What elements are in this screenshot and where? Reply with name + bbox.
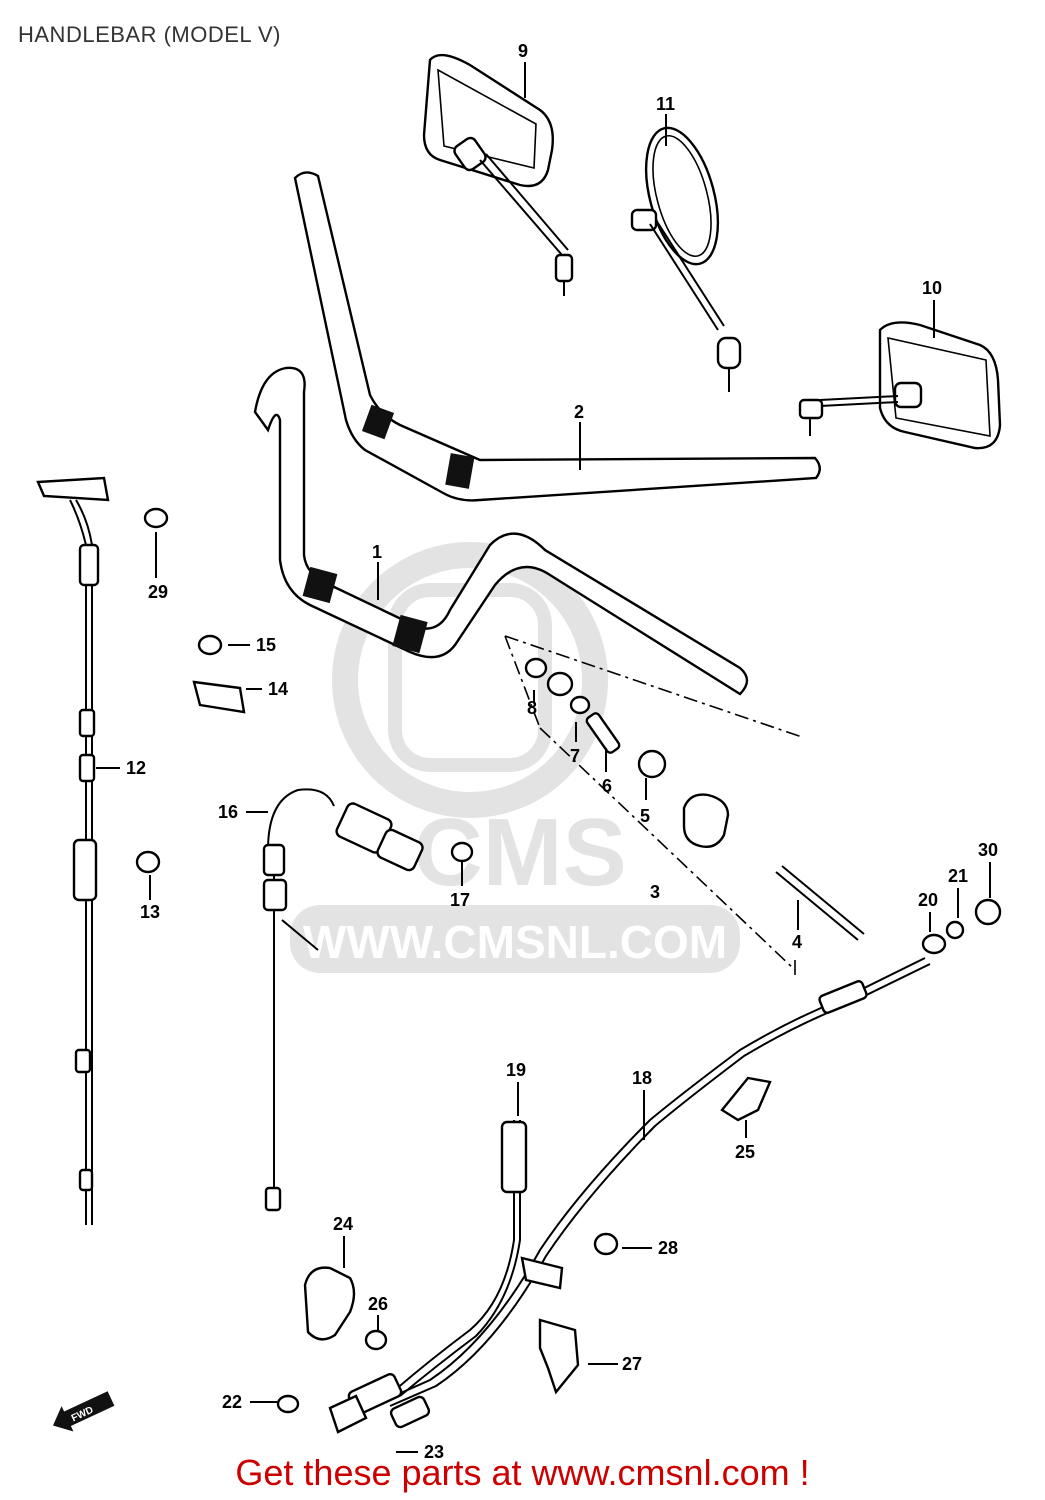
callout-9: 9 [518, 41, 528, 61]
throttle-cables [328, 957, 931, 1434]
watermark-brand: CMS [413, 799, 626, 906]
callout-19: 19 [506, 1060, 526, 1080]
callout-27: 27 [622, 1354, 642, 1374]
callout-16: 16 [218, 802, 238, 822]
callout-17: 17 [450, 890, 470, 910]
callout-20: 20 [918, 890, 938, 910]
lever-small-parts [921, 898, 1002, 955]
mirror-10 [798, 321, 1002, 450]
handlebar-2 [293, 171, 821, 502]
callout-30: 30 [978, 840, 998, 860]
callout-22: 22 [222, 1392, 242, 1412]
callout-15: 15 [256, 635, 276, 655]
riser-parts [524, 657, 865, 941]
callout-6: 6 [602, 776, 612, 796]
leader-lines [96, 62, 991, 1453]
callout-23: 23 [424, 1442, 444, 1462]
callout-4: 4 [792, 932, 802, 952]
callout-21: 21 [948, 866, 968, 886]
brackets [303, 1076, 772, 1395]
callout-8: 8 [527, 698, 537, 718]
callout-5: 5 [640, 806, 650, 826]
callout-25: 25 [735, 1142, 755, 1162]
callout-10: 10 [922, 278, 942, 298]
diagram-title: HANDLEBAR (MODEL V) [18, 22, 281, 47]
callout-1: 1 [372, 542, 382, 562]
watermark-url: WWW.CMSNL.COM [303, 916, 727, 968]
cable-16 [262, 788, 424, 1212]
callout-18: 18 [632, 1068, 652, 1088]
callout-28: 28 [658, 1238, 678, 1258]
callout-11: 11 [656, 94, 675, 114]
bolts [135, 507, 619, 1414]
cable-12 [36, 476, 110, 1225]
callout-13: 13 [140, 902, 160, 922]
callout-12: 12 [126, 758, 146, 778]
callout-26: 26 [368, 1294, 388, 1314]
assembly-3-bracket [504, 635, 803, 975]
footer-link-text[interactable]: Get these parts at www.cmsnl.com ! [235, 1452, 810, 1493]
handlebar-1 [253, 366, 749, 696]
callout-2: 2 [574, 402, 584, 422]
mirror-9 [422, 53, 574, 296]
callout-29: 29 [148, 582, 168, 602]
callout-14: 14 [268, 679, 288, 699]
callout-3: 3 [650, 882, 660, 902]
callout-labels: 1 2 3 4 5 6 7 8 9 10 11 12 13 14 15 16 1… [126, 41, 998, 1462]
callout-24: 24 [333, 1214, 353, 1234]
mirror-11 [630, 126, 742, 392]
fwd-arrow: FWD [52, 1391, 115, 1432]
callout-7: 7 [570, 746, 580, 766]
